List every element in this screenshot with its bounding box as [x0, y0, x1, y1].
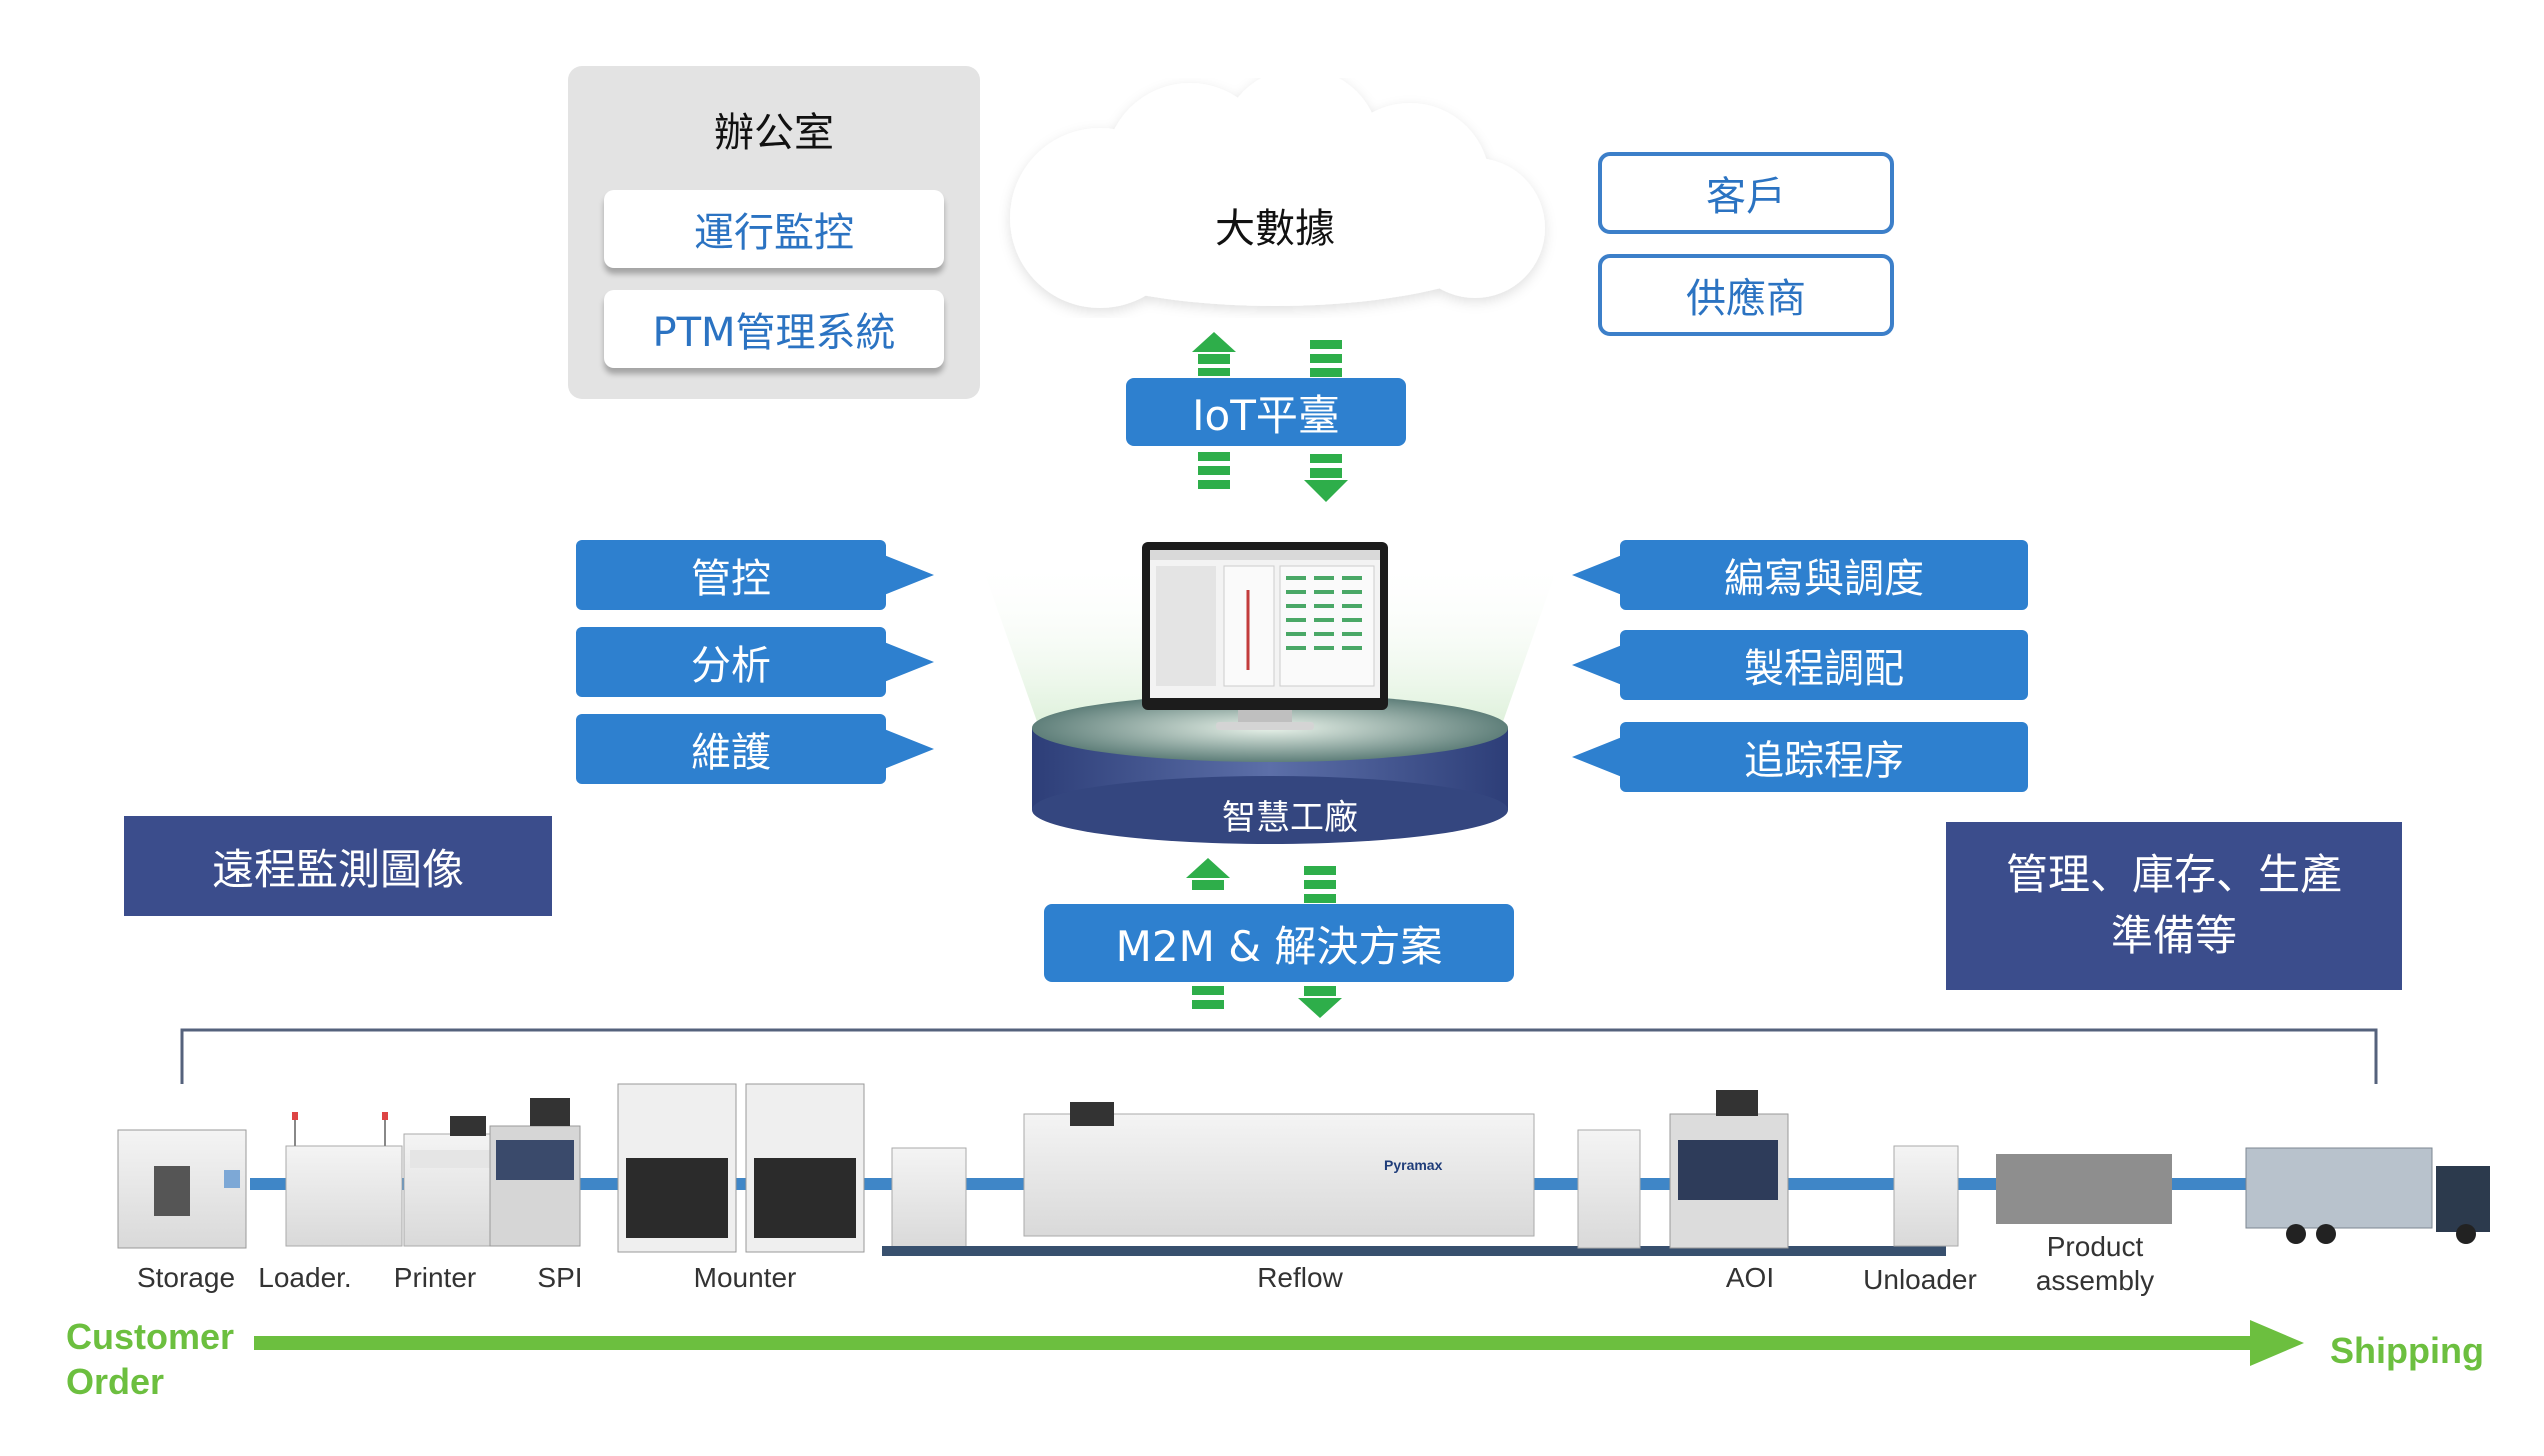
loader-label: Loader.: [258, 1262, 352, 1293]
management-box[interactable]: 管理、庫存、生產 準備等: [1946, 822, 2402, 990]
upward-data-arrow: [1192, 332, 1342, 377]
supplier-box[interactable]: 供應商: [1598, 254, 1894, 336]
production-line: Pyramax: [117, 1083, 2490, 1256]
maintenance-callout[interactable]: 維護: [576, 714, 886, 784]
mounter-machine: [617, 1083, 865, 1253]
tracking-callout[interactable]: 追踪程序: [1620, 722, 2028, 792]
spi-label: SPI: [537, 1262, 583, 1293]
reflow-oven: Pyramax: [882, 1102, 1946, 1256]
reflow-brand-text: Pyramax: [1384, 1157, 1443, 1173]
customer-box[interactable]: 客戶: [1598, 152, 1894, 234]
callout-pointer: [884, 729, 934, 769]
shipping-label: Shipping: [2330, 1330, 2484, 1371]
iot-platform-button[interactable]: IoT平臺: [1126, 378, 1406, 446]
shipping-truck: [2245, 1147, 2490, 1244]
scheduling-callout[interactable]: 編寫與調度: [1620, 540, 2028, 610]
printer-label: Printer: [393, 1262, 477, 1293]
management-line-2: 準備等: [2110, 911, 2237, 960]
upward-data-arrow: [1186, 858, 1336, 903]
spi-machine: [489, 1098, 581, 1247]
callout-pointer: [1572, 737, 1622, 777]
operation-monitoring-button[interactable]: 運行監控: [604, 190, 944, 268]
order-to-shipping-arrow: [254, 1320, 2304, 1366]
production-line-bracket: [180, 1028, 2378, 1084]
office-title: 辦公室: [714, 110, 834, 156]
callout-pointer: [1572, 555, 1622, 595]
smart-factory-platform: [980, 542, 1560, 844]
smart-factory-label: 智慧工廠: [1222, 798, 1358, 838]
downward-data-arrow: [1192, 986, 1342, 1018]
storage-machine: [117, 1129, 247, 1249]
callout-pointer: [884, 642, 934, 682]
cloud-label: 大數據: [1215, 206, 1335, 252]
storage-label: Storage: [136, 1262, 236, 1293]
product-assembly-label: Product assembly: [2035, 1231, 2155, 1296]
office-panel: 辦公室 運行監控 PTM管理系統: [568, 66, 980, 399]
big-data-cloud: [1010, 78, 1545, 308]
control-callout[interactable]: 管控: [576, 540, 886, 610]
m2m-solution-button[interactable]: M2M & 解決方案: [1044, 904, 1514, 982]
callout-pointer: [884, 555, 934, 595]
remote-monitoring-box[interactable]: 遠程監測圖像: [124, 816, 552, 916]
customer-order-label: Customer Order: [66, 1316, 235, 1402]
aoi-label: AOI: [1725, 1262, 1775, 1293]
callout-pointer: [1572, 645, 1622, 685]
management-line-1: 管理、庫存、生產: [2005, 850, 2342, 900]
ptm-management-button[interactable]: PTM管理系統: [604, 290, 944, 368]
unloader-label: Unloader: [1863, 1264, 1977, 1295]
loader-machine: [285, 1112, 403, 1247]
process-config-callout[interactable]: 製程調配: [1620, 630, 2028, 700]
reflow-label: Reflow: [1257, 1262, 1343, 1293]
analysis-callout[interactable]: 分析: [576, 627, 886, 697]
mounter-label: Mounter: [693, 1262, 797, 1293]
downward-data-arrow: [1198, 452, 1348, 502]
aoi-machine: [1577, 1090, 1789, 1249]
